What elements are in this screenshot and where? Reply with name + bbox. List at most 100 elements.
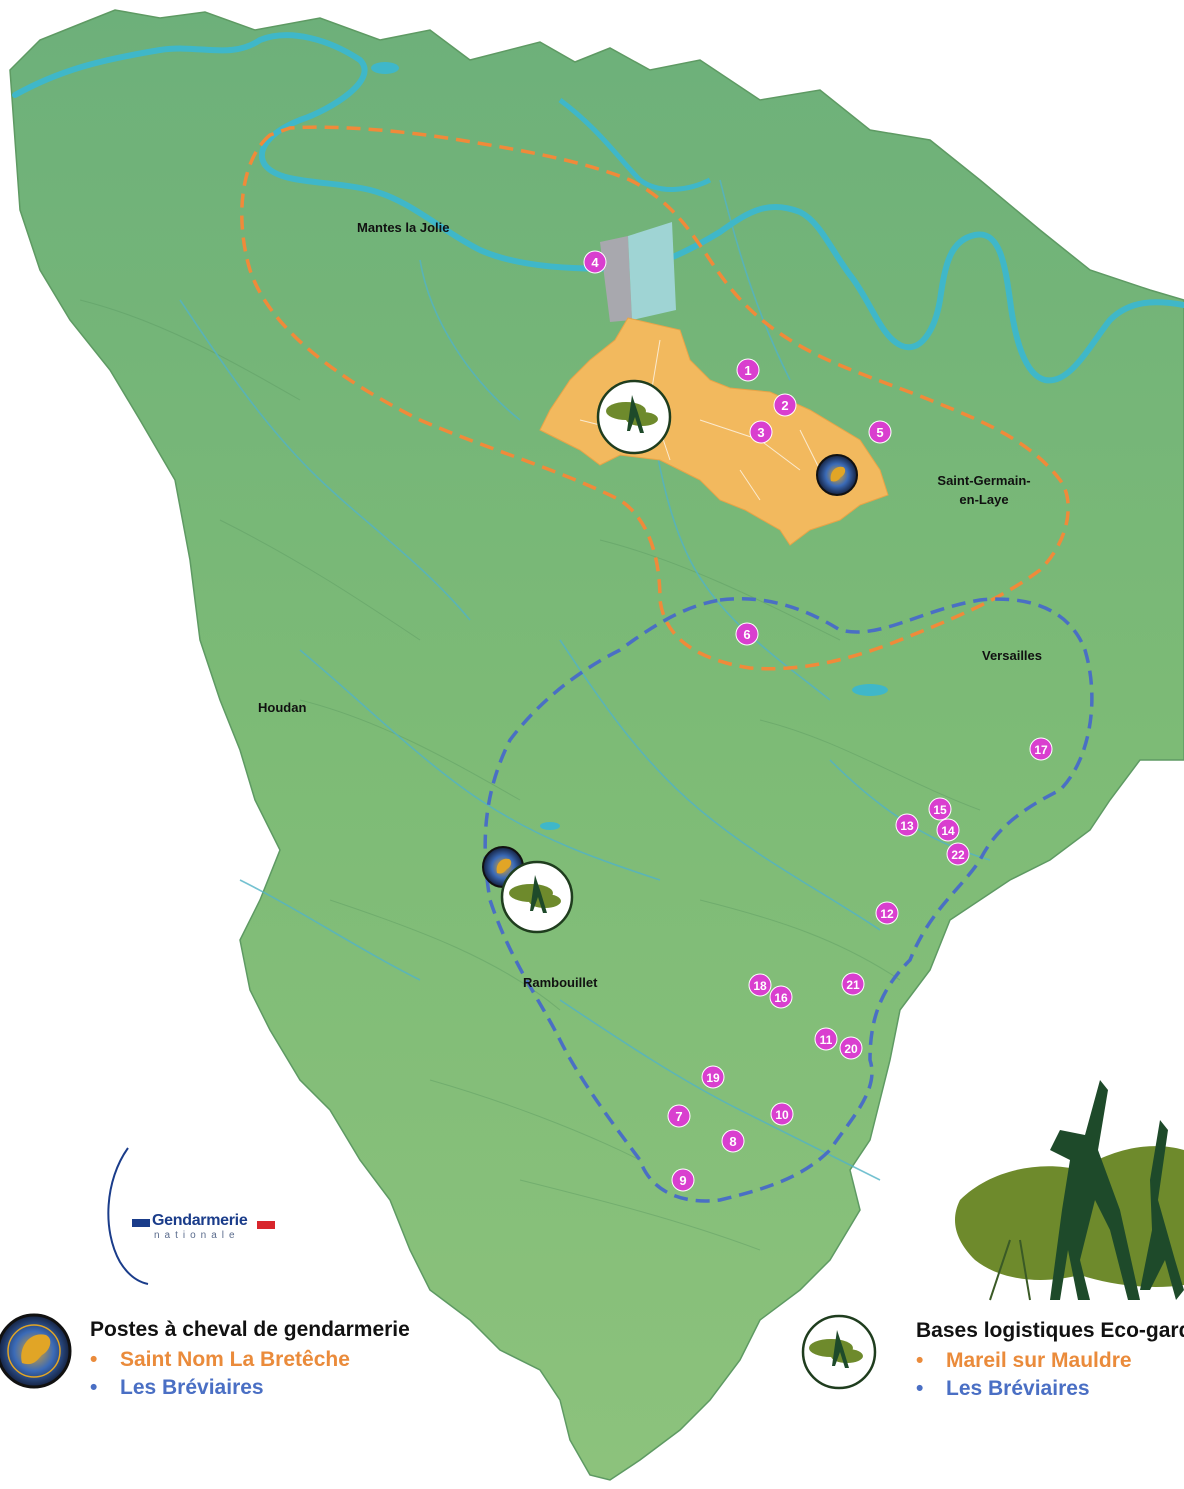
- marker-label: 9: [679, 1173, 686, 1188]
- lake: [371, 62, 399, 74]
- gendarmerie-flag: [257, 1221, 275, 1229]
- site-marker-19: 19: [701, 1065, 725, 1089]
- seine-river: [12, 32, 1184, 384]
- horse-post-saint-nom: [816, 454, 858, 496]
- marker-label: 7: [675, 1109, 682, 1124]
- legend-ecogarde-item: •Les Bréviaires: [916, 1377, 1090, 1400]
- site-marker-12: 12: [875, 901, 899, 925]
- gendarmerie-logo: Gendarmerie nationale: [152, 1212, 248, 1241]
- zone-orange-saint-nom: [240, 125, 1070, 671]
- marker-circle: [769, 985, 793, 1009]
- urban-zone: [539, 317, 889, 546]
- marker-circle: [1029, 737, 1053, 761]
- site-marker-13: 13: [895, 813, 919, 837]
- relief-lines: [79, 299, 981, 1251]
- site-marker-11: 11: [814, 1027, 838, 1051]
- site-marker-4: 4: [583, 250, 607, 274]
- marker-label: 4: [591, 255, 599, 270]
- legend-horse-item-label: Saint Nom La Bretêche: [120, 1348, 350, 1371]
- marker-circle: [701, 1065, 725, 1089]
- marker-label: 1: [744, 363, 751, 378]
- site-marker-2: 2: [773, 393, 797, 417]
- site-marker-10: 10: [770, 1102, 794, 1126]
- ecogarde-logo: [955, 1080, 1184, 1301]
- marker-circle: [583, 250, 607, 274]
- marker-label: 3: [757, 425, 764, 440]
- site-marker-17: 17: [1029, 737, 1053, 761]
- site-marker-5: 5: [868, 420, 892, 444]
- marker-circle: [773, 393, 797, 417]
- town-label-rambouillet: Rambouillet: [523, 975, 598, 990]
- site-marker-18: 18: [748, 973, 772, 997]
- marker-label: 14: [941, 824, 955, 838]
- marker-circle: [736, 358, 760, 382]
- marker-circle: [936, 818, 960, 842]
- marker-label: 19: [706, 1071, 720, 1085]
- marker-label: 11: [820, 1033, 833, 1047]
- seine-loop-north: [558, 98, 712, 192]
- gendarmerie-flag: [132, 1219, 150, 1227]
- town-label-houdan: Houdan: [258, 700, 306, 715]
- marker-circle: [814, 1027, 838, 1051]
- legend-ecogarde-bases: Bases logistiques Eco-gardes •Mareil sur…: [800, 1313, 1184, 1413]
- gendarmerie-swoosh: [107, 1147, 149, 1285]
- ecogarde-base-breviaires: [500, 860, 574, 934]
- legend-horse-title: Postes à cheval de gendarmerie: [90, 1318, 410, 1341]
- marker-label: 8: [729, 1134, 736, 1149]
- marker-label: 5: [876, 425, 883, 440]
- site-marker-6: 6: [735, 622, 759, 646]
- marker-label: 21: [846, 978, 860, 992]
- marker-circle: [671, 1168, 695, 1192]
- lake: [852, 684, 888, 696]
- marker-circle: [928, 797, 952, 821]
- ecogarde-tree-icon: [509, 875, 561, 913]
- legend-ecogarde-title: Bases logistiques Eco-gardes: [916, 1319, 1184, 1342]
- site-marker-1: 1: [736, 358, 760, 382]
- site-marker-14: 14: [936, 818, 960, 842]
- horse-emblem-icon: [0, 1313, 72, 1389]
- marker-circle: [748, 973, 772, 997]
- site-marker-15: 15: [928, 797, 952, 821]
- marker-circle: [667, 1104, 691, 1128]
- lake: [540, 822, 560, 830]
- site-marker-20: 20: [839, 1036, 863, 1060]
- marker-label: 16: [774, 991, 788, 1005]
- marker-label: 12: [880, 907, 894, 921]
- marker-circle: [735, 622, 759, 646]
- marker-label: 2: [781, 398, 788, 413]
- marker-label: 6: [743, 627, 750, 642]
- legend-ecogarde-item: •Mareil sur Mauldre: [916, 1349, 1132, 1372]
- legend-horse-item: •Les Bréviaires: [90, 1376, 264, 1399]
- marker-label: 20: [844, 1042, 858, 1056]
- marker-label: 17: [1034, 743, 1048, 757]
- town-label-mantes: Mantes la Jolie: [357, 220, 449, 235]
- marker-circle: [946, 842, 970, 866]
- site-marker-9: 9: [671, 1168, 695, 1192]
- ecogarde-tree-icon: [801, 1314, 877, 1390]
- marker-circle: [875, 901, 899, 925]
- site-marker-7: 7: [667, 1104, 691, 1128]
- marker-circle: [895, 813, 919, 837]
- marker-label: 15: [933, 803, 947, 817]
- legend-horse-item: •Saint Nom La Bretêche: [90, 1348, 350, 1371]
- town-label-versailles: Versailles: [982, 648, 1042, 663]
- marker-circle: [841, 972, 865, 996]
- town-label-saint-germain: Saint-Germain-: [937, 473, 1030, 488]
- water-area: [628, 222, 676, 320]
- legend-ecogarde-item-label: Les Bréviaires: [946, 1377, 1090, 1400]
- site-marker-21: 21: [841, 972, 865, 996]
- site-marker-22: 22: [946, 842, 970, 866]
- marker-label: 13: [900, 819, 914, 833]
- marker-label: 18: [753, 979, 767, 993]
- marker-circle: [839, 1036, 863, 1060]
- marker-label: 10: [775, 1108, 789, 1122]
- quarry-area: [600, 236, 632, 322]
- gendarmerie-logo-line2: nationale: [154, 1230, 240, 1241]
- site-marker-8: 8: [721, 1129, 745, 1153]
- marker-circle: [868, 420, 892, 444]
- town-label-saint-germain-2: en-Laye: [959, 492, 1008, 507]
- ecogarde-base-mareil: [596, 379, 672, 455]
- marker-circle: [749, 420, 773, 444]
